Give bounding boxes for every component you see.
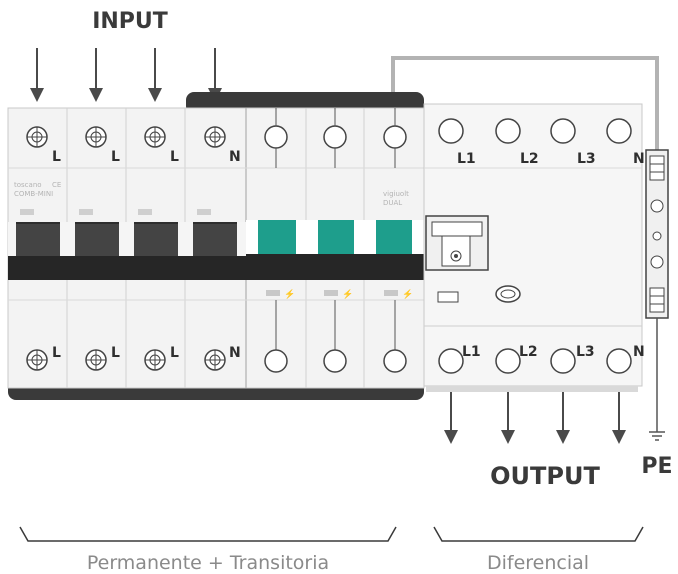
pe-terminal-block <box>645 149 669 441</box>
input-label: INPUT <box>92 9 168 34</box>
pe-wire <box>391 56 659 150</box>
rcd-top-terminal-label: L3 <box>577 151 596 167</box>
bottom-terminal-label: L <box>170 345 179 361</box>
rcd-top-terminal-label: N <box>633 151 645 167</box>
brand-right: vigiuolt <box>383 190 409 198</box>
bottom-terminal-label: N <box>229 345 241 361</box>
top-terminal-label: L <box>111 149 120 165</box>
svg-text:⚡: ⚡ <box>342 288 353 300</box>
bottom-terminal-label: L <box>52 345 61 361</box>
surge-modules: ⚡ ⚡ ⚡ <box>7 107 425 389</box>
svg-text:⚡: ⚡ <box>284 288 295 300</box>
group-label-left: Permanente + Transitoria <box>87 552 329 574</box>
top-terminal-label: N <box>229 149 241 165</box>
group-label-right: Diferencial <box>487 552 589 574</box>
bottom-terminal-label: L <box>111 345 120 361</box>
ce-mark: CE <box>52 181 61 189</box>
brand-left-sub: COMB-MINI <box>14 190 53 198</box>
rcd-bottom-terminal-label: L1 <box>462 344 481 360</box>
top-terminal-label: L <box>52 149 61 165</box>
rcd-top-terminal-label: L2 <box>520 151 539 167</box>
pe-label: PE <box>641 454 672 479</box>
top-screw-terminals <box>26 125 407 149</box>
differential-block <box>423 103 643 392</box>
brand-left: toscano <box>14 181 42 189</box>
rcd-bottom-terminal-label: L2 <box>519 344 538 360</box>
rcd-bottom-terminal-label: L3 <box>576 344 595 360</box>
rcd-top-terminal-label: L1 <box>457 151 476 167</box>
svg-text:⚡: ⚡ <box>402 288 413 300</box>
output-arrows <box>444 392 626 444</box>
bottom-screw-terminals <box>26 108 407 373</box>
brand-right-sub: DUAL <box>383 199 402 207</box>
group-braces <box>19 526 644 542</box>
input-arrows <box>30 48 222 102</box>
top-terminal-label: L <box>170 149 179 165</box>
output-label: OUTPUT <box>490 462 600 490</box>
rcd-bottom-terminal-label: N <box>633 344 645 360</box>
